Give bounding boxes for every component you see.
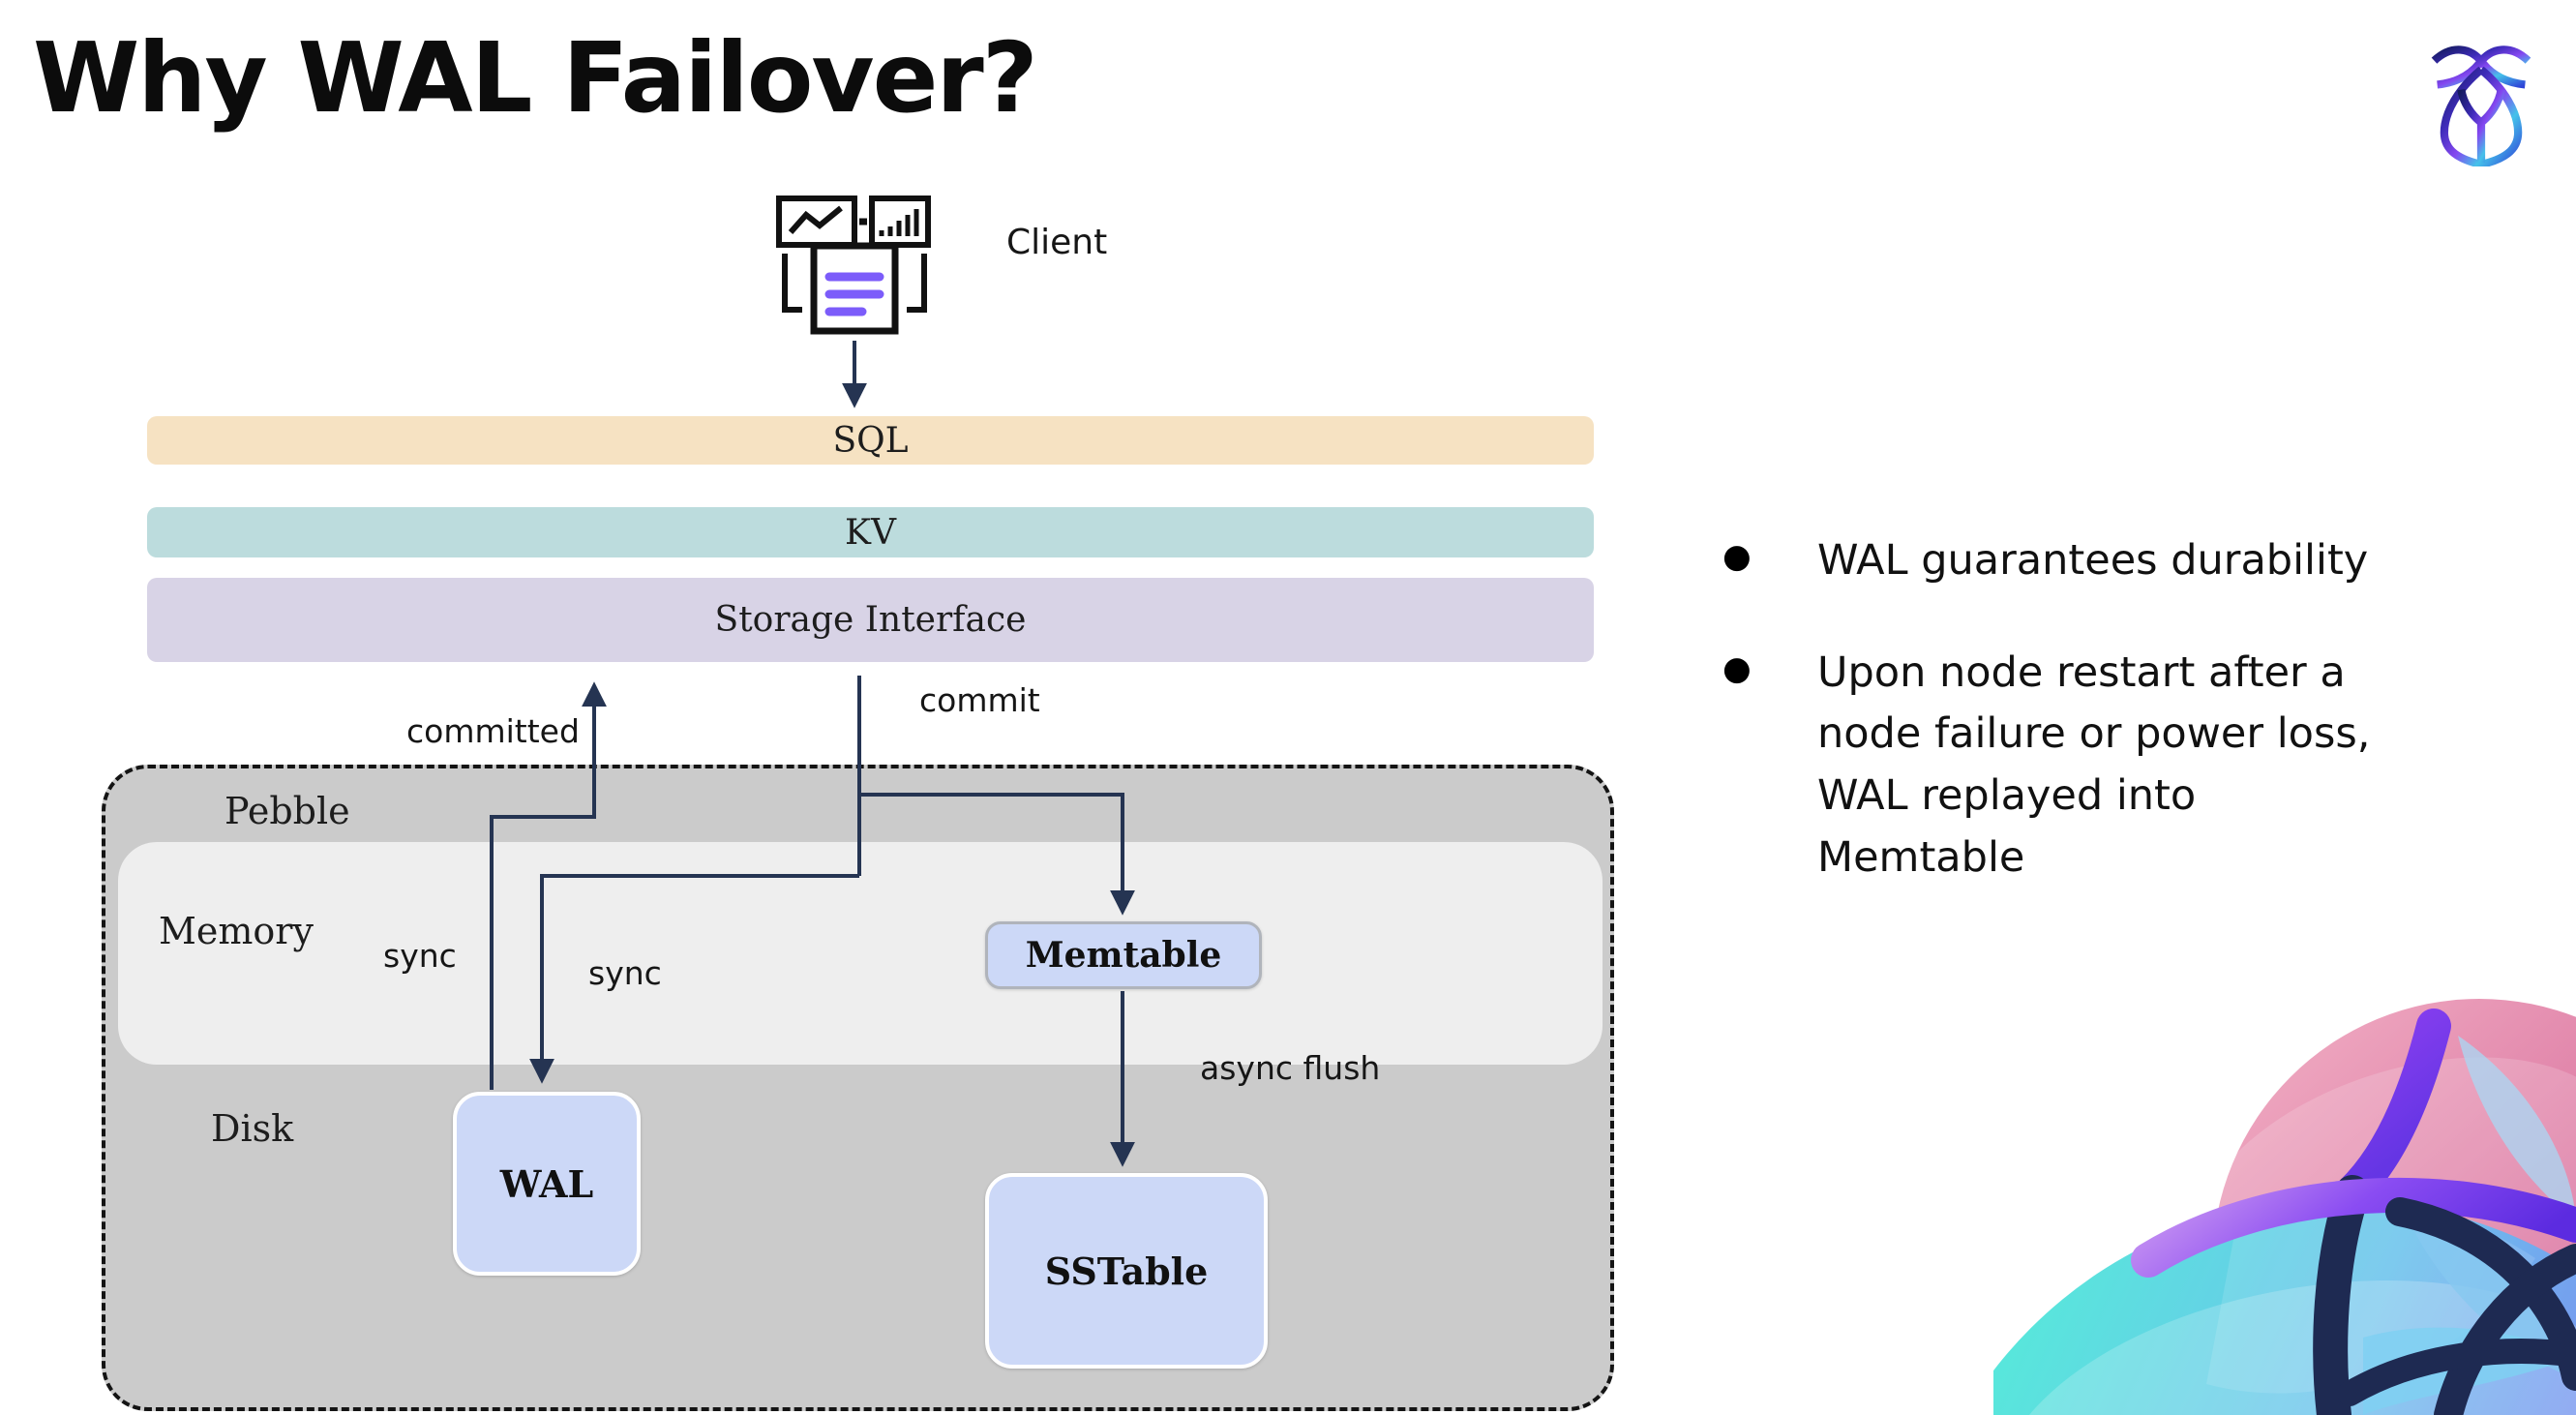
- layer-kv: KV: [147, 507, 1594, 557]
- cockroachdb-logo-icon: [2431, 45, 2531, 166]
- sstable-label: SSTable: [1044, 1249, 1209, 1293]
- bullet-text: Upon node restart after a node failure o…: [1817, 647, 2371, 882]
- brand-corner-art: [1993, 968, 2576, 1415]
- client-apps-icon: [776, 196, 931, 335]
- bullet-text: WAL guarantees durability: [1817, 536, 2369, 585]
- wal-node: WAL: [453, 1092, 641, 1276]
- layer-sql-label: SQL: [832, 420, 909, 461]
- layer-storage-label: Storage Interface: [714, 600, 1027, 640]
- pebble-box: Pebble Memory Disk: [102, 765, 1614, 1411]
- cockroachdb-spheres-icon: [1993, 999, 2576, 1415]
- sstable-node: SSTable: [985, 1173, 1268, 1369]
- memory-zone: [118, 842, 1603, 1065]
- memtable-node: Memtable: [985, 921, 1262, 989]
- layer-kv-label: KV: [845, 512, 896, 553]
- memtable-label: Memtable: [1025, 935, 1222, 976]
- client-label: Client: [1006, 223, 1108, 262]
- bullet-item: Upon node restart after a node failure o…: [1717, 643, 2394, 889]
- edge-label-sync-right: sync: [588, 954, 662, 992]
- edge-label-sync-left: sync: [383, 937, 457, 975]
- page-title: Why WAL Failover?: [33, 21, 1038, 135]
- wal-label: WAL: [499, 1161, 594, 1206]
- memory-label: Memory: [159, 910, 314, 952]
- disk-label: Disk: [211, 1107, 294, 1150]
- pebble-label: Pebble: [225, 790, 350, 832]
- edge-label-committed: committed: [406, 712, 580, 750]
- layer-sql: SQL: [147, 416, 1594, 465]
- edge-label-commit: commit: [919, 681, 1040, 719]
- bullet-list: WAL guarantees durability Upon node rest…: [1717, 530, 2568, 939]
- bullet-item: WAL guarantees durability: [1717, 530, 2394, 592]
- layer-storage-interface: Storage Interface: [147, 578, 1594, 662]
- edge-label-async-flush: async flush: [1200, 1049, 1381, 1087]
